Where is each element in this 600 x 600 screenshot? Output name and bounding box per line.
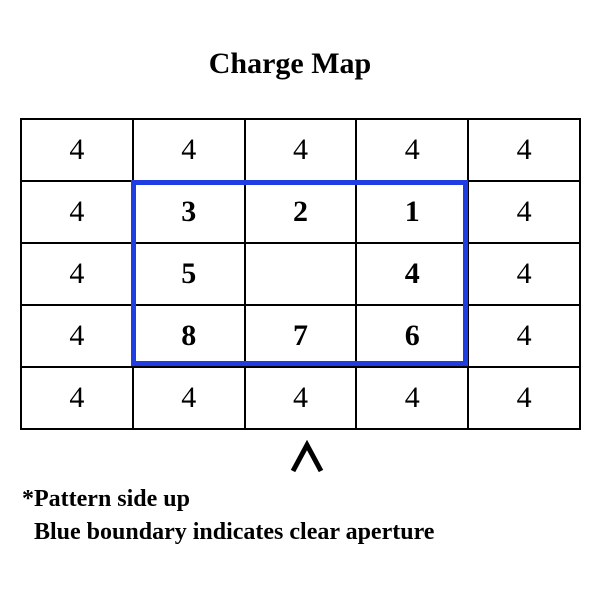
grid-cell: 4: [357, 244, 470, 306]
grid-cell: 6: [357, 306, 470, 368]
grid-cell-empty: [245, 244, 358, 306]
grid-cell: 3: [133, 182, 246, 244]
grid-cell: 7: [245, 306, 358, 368]
charge-grid: 4 4 4 4 4 4 3 2 1 4 4 5 4 4 4 8 7 6 4 4 …: [20, 118, 581, 430]
grid-cell: 4: [22, 182, 134, 244]
grid-cell: 4: [469, 182, 581, 244]
grid-cell: 5: [133, 244, 246, 306]
grid-cell: 2: [245, 182, 358, 244]
grid-cell: 4: [133, 120, 246, 182]
grid-cell: 4: [469, 120, 581, 182]
grid-cell: 4: [133, 368, 246, 430]
grid-cell: 4: [357, 120, 470, 182]
grid-cell: 4: [22, 306, 134, 368]
up-caret-icon: [290, 439, 324, 473]
grid-cell: 4: [22, 368, 134, 430]
grid-cell: 4: [22, 120, 134, 182]
note-aperture: Blue boundary indicates clear aperture: [22, 519, 435, 545]
grid-cell: 4: [22, 244, 134, 306]
page-title: Charge Map: [208, 47, 372, 80]
grid-cell: 1: [357, 182, 470, 244]
grid-cell: 4: [469, 368, 581, 430]
grid-cell: 4: [469, 244, 581, 306]
grid-cell: 4: [245, 368, 358, 430]
note-pattern-side: *Pattern side up: [22, 486, 190, 512]
notes: *Pattern side up Blue boundary indicates…: [22, 483, 434, 549]
grid-cell: 4: [357, 368, 470, 430]
grid-cell: 4: [245, 120, 358, 182]
grid-cell: 4: [469, 306, 581, 368]
grid-cell: 8: [133, 306, 246, 368]
